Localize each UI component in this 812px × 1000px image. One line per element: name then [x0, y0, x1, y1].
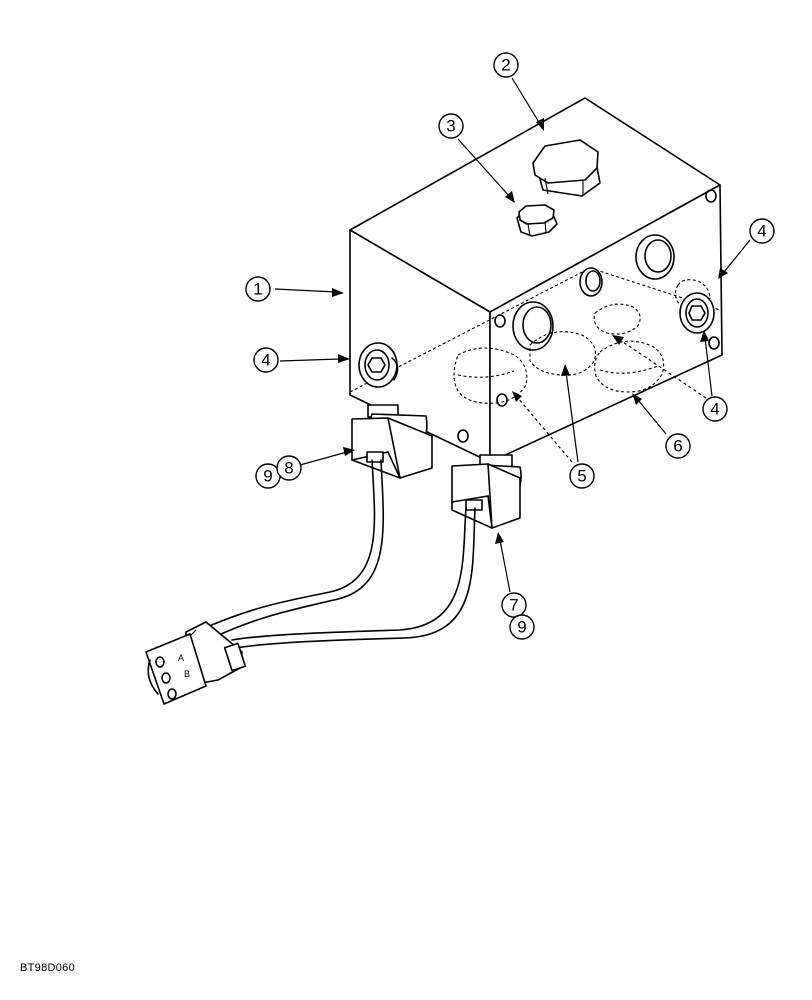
callout-label: 9	[263, 467, 272, 486]
callout-label: 6	[673, 437, 682, 456]
callout-label: 8	[284, 459, 293, 478]
callout-label: 3	[446, 117, 455, 136]
svg-text:A: A	[178, 653, 184, 663]
callout-label: 7	[509, 596, 518, 615]
callout-9-right: 9	[509, 614, 535, 640]
svg-text:B: B	[184, 669, 190, 679]
front-plug	[358, 342, 399, 388]
callout-2: 2	[493, 52, 519, 78]
callout-label: 4	[261, 351, 270, 370]
small-hex-plug	[516, 204, 558, 237]
callout-8: 8	[276, 455, 302, 481]
callout-label: 5	[577, 467, 586, 486]
valve-block	[349, 97, 723, 463]
callout-5: 5	[569, 463, 595, 489]
callout-4-upper-right: 4	[749, 218, 775, 244]
hidden-edge-line	[589, 267, 721, 311]
solenoid-left	[351, 404, 433, 479]
figure-code: BT98D060	[20, 962, 75, 974]
wire-connector: A B	[145, 621, 247, 705]
callout-4-left: 4	[253, 347, 279, 373]
solenoid-right	[451, 454, 522, 529]
wire-harness	[199, 459, 476, 649]
callout-6: 6	[665, 433, 691, 459]
callout-7: 7	[501, 592, 527, 618]
callout-label: 4	[710, 400, 719, 419]
callout-label: 4	[757, 222, 766, 241]
side-face-ports	[453, 189, 720, 443]
callout-label: 2	[501, 56, 510, 75]
callout-4-lower-right: 4	[702, 396, 728, 422]
callout-3: 3	[438, 113, 464, 139]
leaders	[274, 77, 751, 593]
callout-label: 9	[517, 618, 526, 637]
callout-label: 1	[253, 280, 262, 299]
large-hex-plug	[532, 139, 601, 197]
callout-1: 1	[245, 276, 271, 302]
